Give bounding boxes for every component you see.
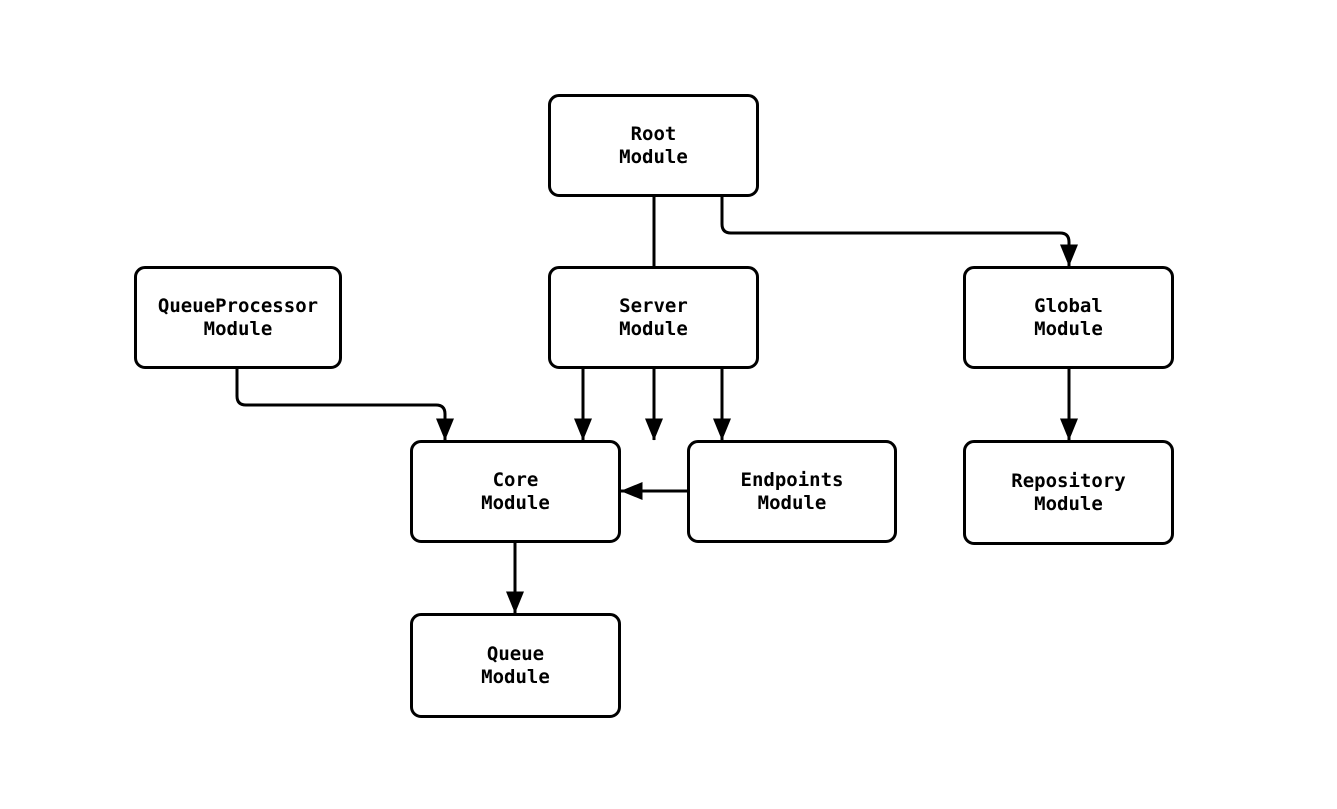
node-endpoints-line1: Endpoints [740, 468, 844, 491]
edge-root-global [720, 197, 1078, 267]
node-queue-line2: Module [481, 665, 550, 688]
node-repository[interactable]: Repository Module [963, 440, 1174, 545]
node-repository-line1: Repository [1011, 469, 1126, 492]
node-global-line1: Global [1034, 294, 1103, 317]
node-core-line1: Core [492, 468, 539, 491]
node-endpoints[interactable]: Endpoints Module [687, 440, 897, 543]
node-root-line2: Module [619, 145, 688, 168]
node-queue-line1: Queue [486, 642, 545, 665]
node-repository-line2: Module [1034, 492, 1103, 515]
node-queue[interactable]: Queue Module [410, 613, 621, 718]
node-global-line2: Module [1034, 317, 1103, 340]
node-server-line1: Server [619, 294, 688, 317]
node-core[interactable]: Core Module [410, 440, 621, 543]
node-root[interactable]: Root Module [548, 94, 759, 197]
node-server[interactable]: Server Module [548, 266, 759, 369]
node-root-line1: Root [630, 122, 677, 145]
node-core-line2: Module [481, 491, 550, 514]
node-server-line2: Module [619, 317, 688, 340]
edge-queueprocessor-core [235, 369, 454, 441]
node-queueprocessor-line2: Module [203, 317, 273, 340]
node-endpoints-line2: Module [757, 491, 827, 514]
node-global[interactable]: Global Module [963, 266, 1174, 369]
node-queueprocessor-line1: QueueProcessor [157, 294, 319, 317]
node-queueprocessor[interactable]: QueueProcessor Module [134, 266, 342, 369]
